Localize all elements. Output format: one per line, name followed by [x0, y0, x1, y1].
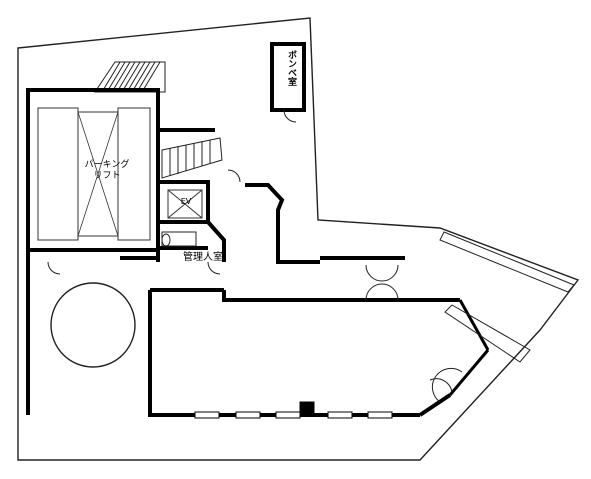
parking-lift-label-line2: リフト [93, 171, 121, 181]
doors [47, 169, 463, 403]
hall-windows [194, 401, 393, 419]
lower-staircase [161, 137, 223, 179]
toilet-fixture [161, 231, 197, 247]
core-walls [148, 128, 460, 417]
gas-cylinder-room [270, 42, 306, 123]
upper-staircase [94, 61, 166, 93]
site-boundary [17, 17, 580, 461]
parking-lift-label: パーキング リフト [62, 160, 152, 182]
manager-room-label: 管理人室 [183, 252, 223, 263]
hall-walls [448, 299, 490, 396]
elevator-label: EV [180, 197, 192, 206]
parking-lift-label-line1: パーキング [84, 160, 130, 170]
elevator-shaft [167, 189, 203, 219]
turntable [50, 282, 136, 368]
planter-strip [439, 231, 575, 363]
left-walls [26, 250, 158, 415]
parking-lift [26, 88, 160, 252]
gas-cylinder-room-label: ボンベ室 [286, 50, 296, 86]
